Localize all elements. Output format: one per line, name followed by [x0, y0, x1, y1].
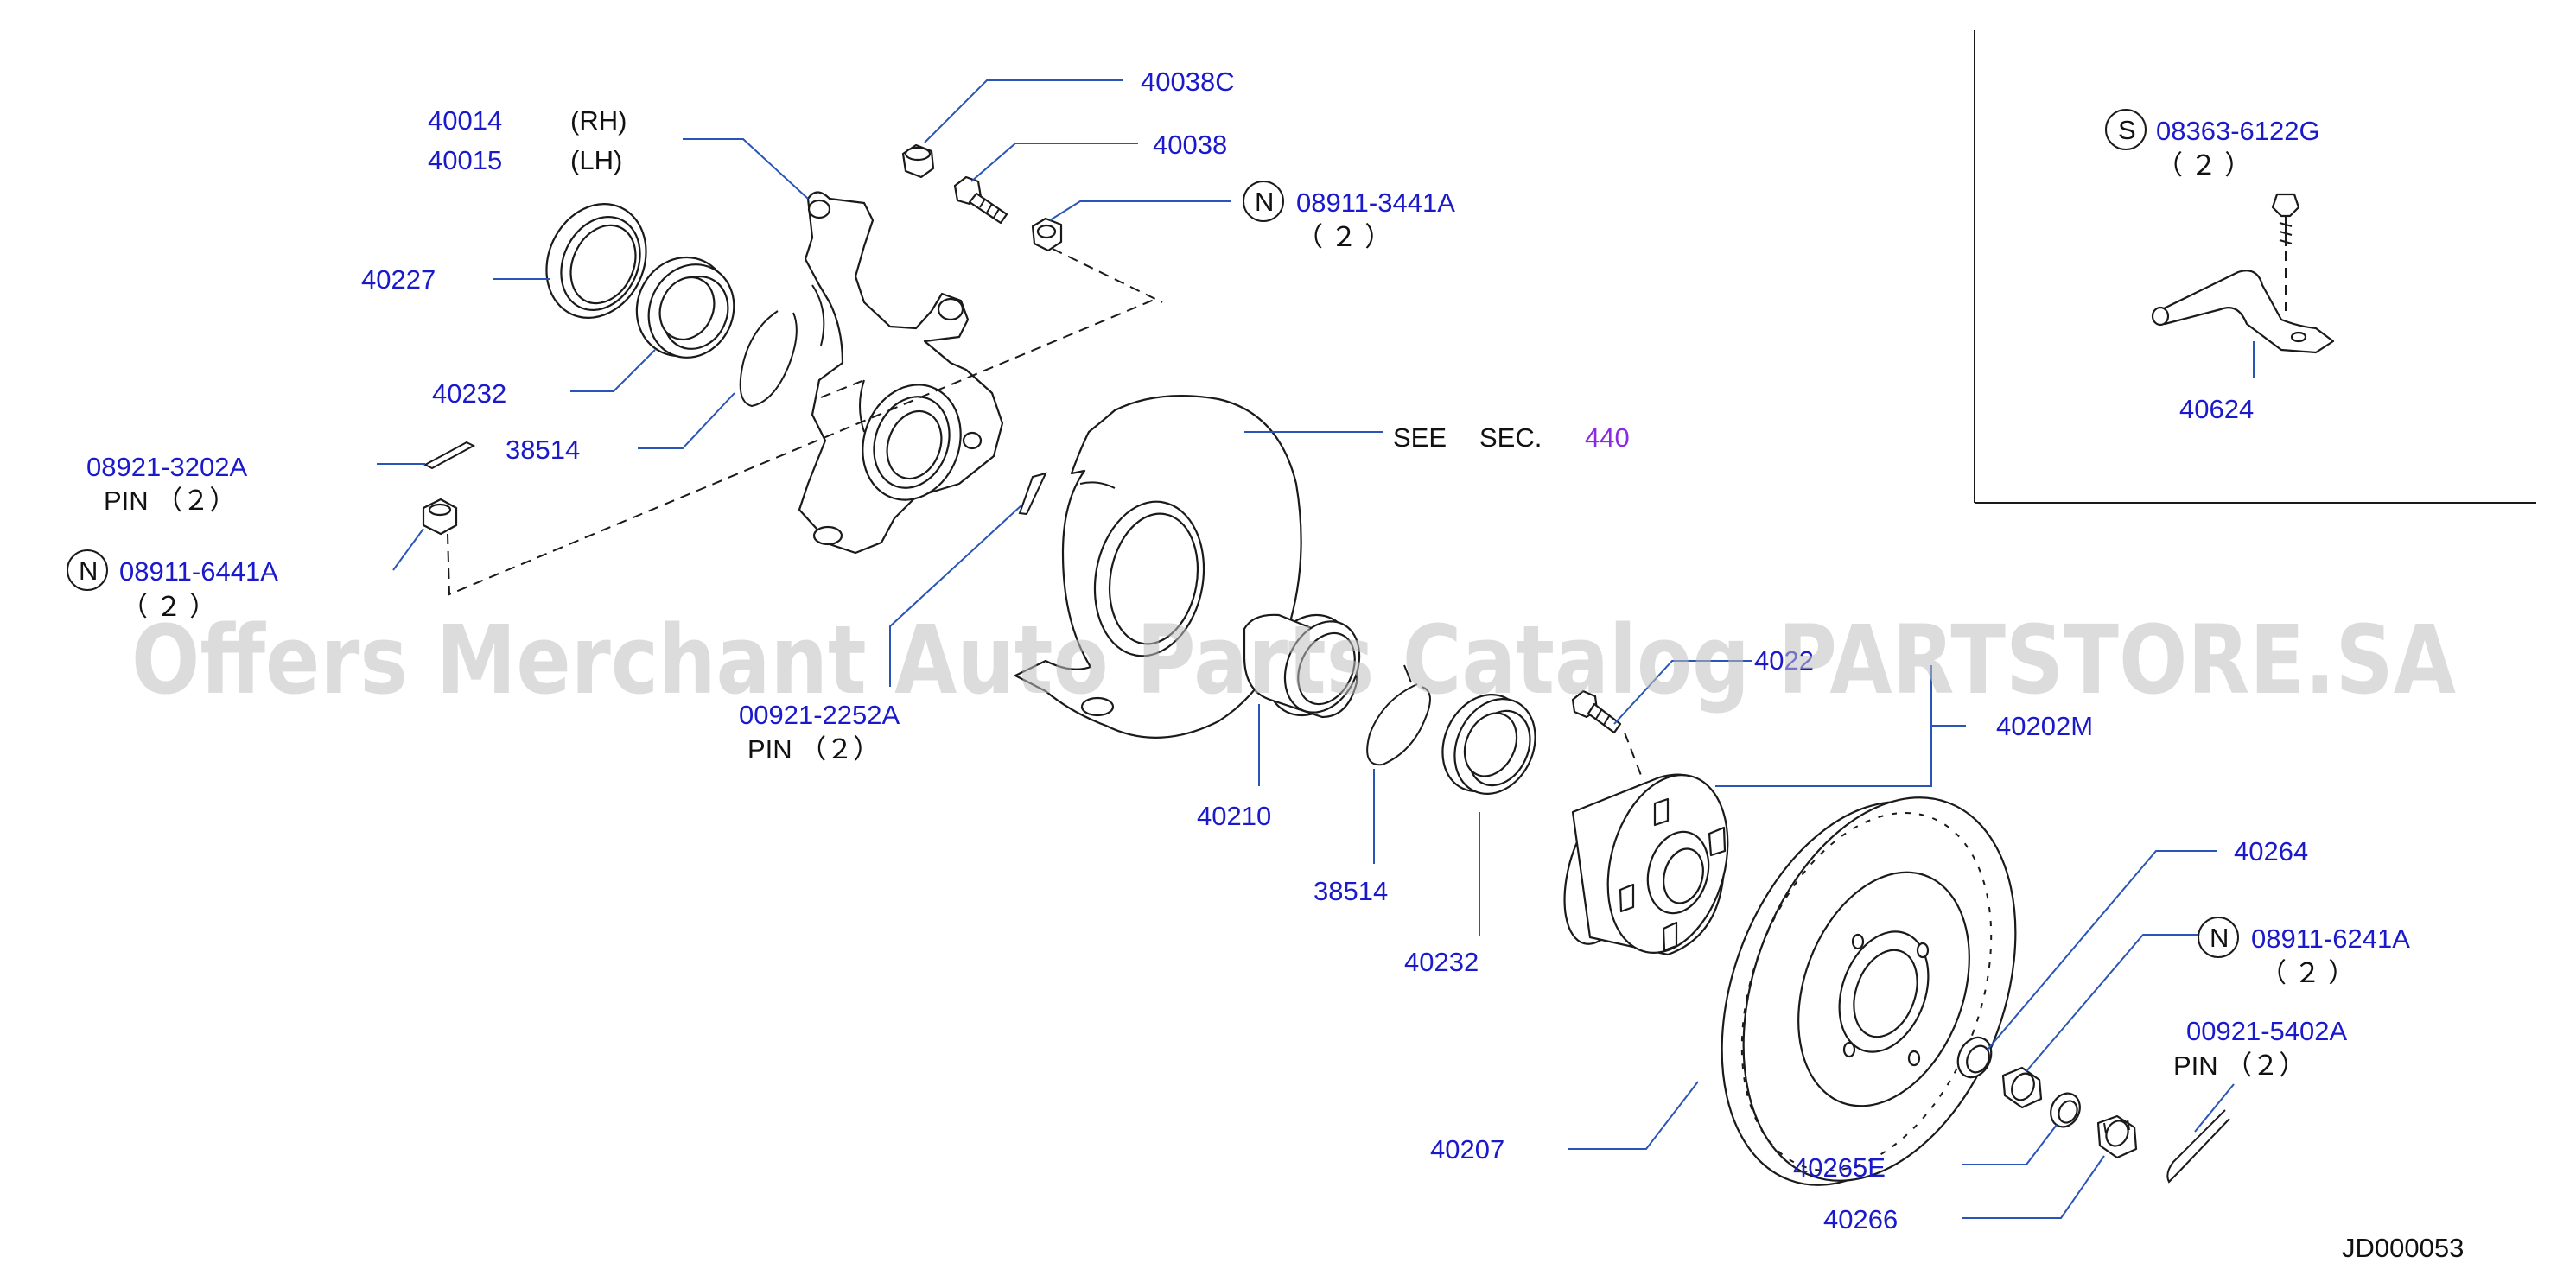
label-40222-partial[interactable]: 4022	[1754, 645, 1814, 676]
snap-ring-38514-lower-drawing	[1366, 664, 1431, 766]
disc-rotor-40207-drawing	[1721, 796, 2017, 1186]
nut-08911-6441a-drawing	[422, 498, 458, 536]
inset-box	[1974, 30, 2536, 504]
label-pin-2-a: PIN （２）	[104, 486, 236, 516]
castle-nut-40266-drawing	[2096, 1114, 2138, 1159]
label-sec-440-link[interactable]: 440	[1585, 422, 1630, 453]
label-40227[interactable]: 40227	[361, 264, 436, 295]
nut-40038c-drawing	[901, 143, 935, 179]
bearing-40232-upper-drawing	[635, 256, 735, 359]
label-40038[interactable]: 40038	[1153, 130, 1227, 160]
s-symbol-circle	[2105, 109, 2147, 150]
label-40015[interactable]: 40015	[428, 145, 502, 175]
label-00921-5402a[interactable]: 00921-5402A	[2186, 1016, 2347, 1046]
label-08911-6241a[interactable]: 08911-6241A	[2251, 923, 2410, 954]
label-40207[interactable]: 40207	[1430, 1134, 1504, 1165]
steering-knuckle-drawing	[798, 191, 1004, 555]
label-pin-2-c: PIN （２）	[2173, 1050, 2306, 1081]
dust-shield-drawing	[1014, 395, 1302, 739]
label-40232-upper[interactable]: 40232	[432, 378, 506, 409]
pin-00921-2252a-drawing	[1018, 472, 1047, 516]
label-pin-2-b: PIN （２）	[747, 734, 880, 765]
pin-08921-3202a-drawing	[423, 441, 476, 470]
label-rh: (RH)	[570, 105, 627, 136]
washer-40264-drawing	[1956, 1036, 1993, 1079]
bearing-40210-drawing	[1243, 613, 1361, 719]
watermark-text: Offers Merchant Auto Parts Catalog PARTS…	[131, 605, 2456, 715]
bolt-40038-drawing	[953, 175, 1008, 225]
label-40232-lower[interactable]: 40232	[1404, 947, 1479, 977]
label-40264[interactable]: 40264	[2234, 836, 2308, 866]
washer-40265e-drawing	[2050, 1092, 2081, 1128]
label-40038c[interactable]: 40038C	[1141, 67, 1235, 97]
hub-bolt-drawing	[1571, 689, 1622, 734]
diagram-id: JD000053	[2342, 1233, 2464, 1263]
label-00921-2252a[interactable]: 00921-2252A	[739, 700, 900, 730]
label-08911-6441a[interactable]: 08911-6441A	[119, 556, 278, 587]
label-40265e[interactable]: 40265E	[1793, 1152, 1886, 1183]
label-08363-6122g[interactable]: 08363-6122G	[2156, 116, 2320, 146]
n-symbol-circle-3	[2198, 917, 2239, 958]
label-38514-lower[interactable]: 38514	[1313, 876, 1388, 906]
snap-ring-38514-upper-drawing	[739, 310, 798, 408]
bearing-40232-lower-drawing	[1441, 693, 1536, 796]
nut-08911-6241a-drawing	[2001, 1066, 2043, 1109]
label-qty-2-d: （ ２ ）	[2156, 150, 2251, 181]
label-qty-2-c: （ ２ ）	[2260, 958, 2355, 988]
n-symbol-2: N	[1255, 187, 1274, 217]
label-qty-2-a: （ ２ ）	[121, 592, 216, 622]
label-40202m[interactable]: 40202M	[1996, 711, 2093, 741]
n-symbol-circle-2	[1243, 181, 1284, 222]
label-40210[interactable]: 40210	[1197, 801, 1271, 831]
hub-40202m-drawing	[1563, 773, 1729, 956]
nut-08911-3441a-drawing	[1031, 217, 1063, 252]
label-08911-3441a[interactable]: 08911-3441A	[1296, 187, 1455, 218]
hose-bracket-drawing	[2151, 193, 2335, 354]
label-sec: SEC.	[1479, 422, 1542, 453]
n-symbol-circle-1	[67, 549, 108, 591]
label-see: SEE	[1393, 422, 1447, 453]
label-38514-upper[interactable]: 38514	[506, 435, 580, 465]
label-40014[interactable]: 40014	[428, 105, 502, 136]
label-40266[interactable]: 40266	[1823, 1204, 1898, 1234]
s-symbol: S	[2118, 115, 2136, 145]
label-qty-2-b: （ ２ ）	[1296, 222, 1391, 252]
label-40624[interactable]: 40624	[2179, 394, 2254, 424]
seal-40227-drawing	[545, 203, 647, 319]
n-symbol-1: N	[79, 555, 98, 586]
cotter-pin-00921-5402a-drawing	[2166, 1109, 2230, 1184]
label-08921-3202a[interactable]: 08921-3202A	[86, 452, 247, 482]
n-symbol-3: N	[2210, 923, 2229, 953]
label-lh: (LH)	[570, 145, 622, 175]
